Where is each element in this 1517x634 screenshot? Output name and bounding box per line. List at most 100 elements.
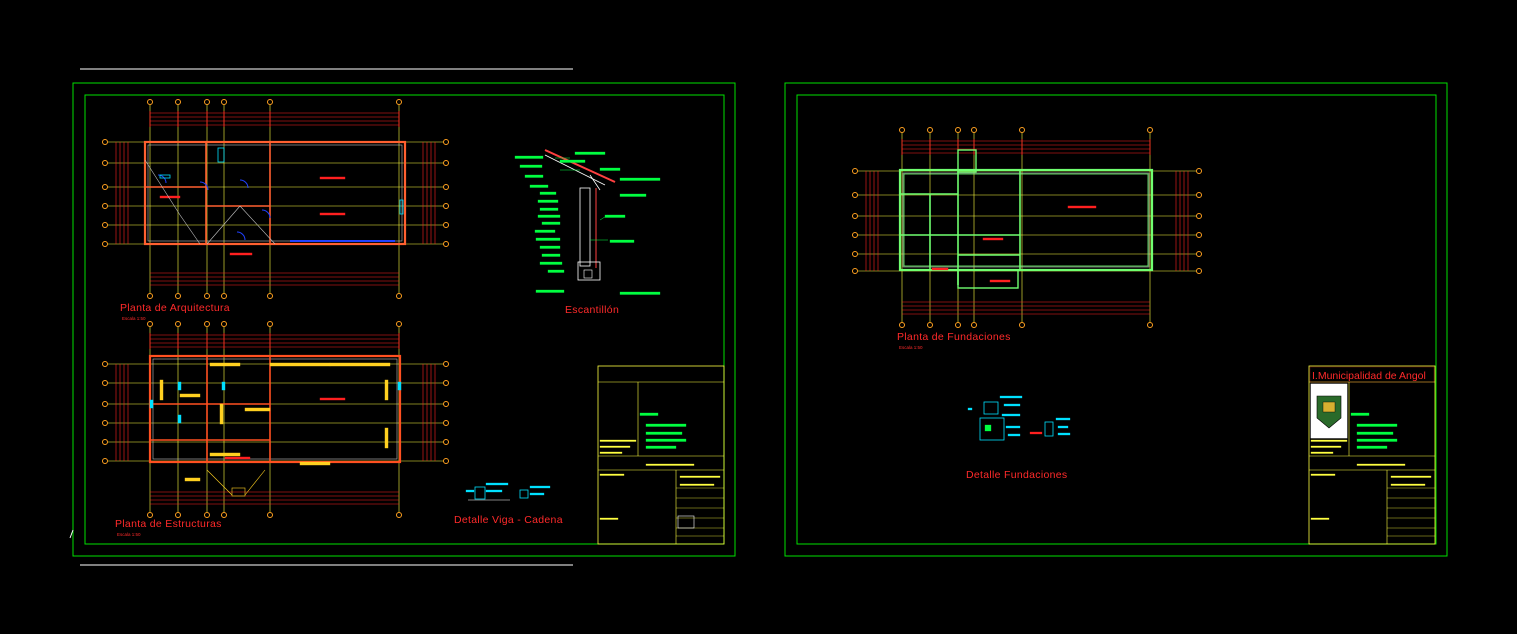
axis-bubble [955, 127, 961, 133]
leader-line [599, 214, 609, 221]
roof-line [179, 214, 201, 245]
axis-bubble [102, 420, 108, 426]
axis-bubble [102, 401, 108, 407]
title-block-text [645, 445, 677, 449]
axis-bubble [1196, 251, 1202, 257]
axis-bubble [221, 99, 227, 105]
title-block-text [1310, 517, 1330, 520]
title-block-text [1356, 463, 1406, 466]
annotation-mark [534, 229, 556, 233]
title-block-text [599, 439, 637, 442]
column-mark [177, 414, 182, 424]
left-sheet-inner-frame [84, 94, 725, 545]
annotation-mark [539, 207, 559, 211]
axis-bubble [396, 321, 402, 327]
plan-fundaciones-drawing [852, 127, 1202, 328]
axis-bubble [102, 439, 108, 445]
axis-bubble [443, 420, 449, 426]
door-swing [239, 179, 249, 189]
detalle-fundaciones-title: Detalle Fundaciones [966, 469, 1068, 481]
detalle-viga-title: Detalle Viga - Cadena [454, 514, 563, 526]
footing-detail [979, 417, 1005, 441]
axis-bubble [1196, 232, 1202, 238]
detail-annotation [1005, 425, 1021, 429]
detail-annotation [1003, 403, 1021, 407]
title-block-text [1390, 483, 1426, 486]
axis-bubble [971, 322, 977, 328]
axis-bubble [267, 293, 273, 299]
title-block-text [645, 423, 687, 427]
right-sheet-inner-frame [796, 94, 1437, 545]
axis-bubble [1196, 268, 1202, 274]
annotation-mark [529, 184, 549, 188]
axis-bubble [955, 322, 961, 328]
axis-bubble [852, 192, 858, 198]
detail-annotation [1057, 432, 1071, 436]
axis-bubble [1196, 168, 1202, 174]
axis-bubble [221, 512, 227, 518]
left-sheet-outer-frame [72, 82, 736, 557]
title-block-text [1310, 473, 1336, 476]
axis-bubble [927, 127, 933, 133]
annotation-mark [609, 239, 635, 243]
detail-annotation [485, 489, 503, 493]
roof-section [589, 174, 601, 191]
axis-bubble [1019, 127, 1025, 133]
title-block-text [1310, 439, 1348, 442]
axis-bubble [852, 251, 858, 257]
axis-bubble [175, 321, 181, 327]
window [159, 174, 171, 179]
axis-bubble [102, 203, 108, 209]
beam-mark [209, 362, 241, 367]
axis-bubble [204, 512, 210, 518]
axis-bubble [852, 232, 858, 238]
plan-arquitectura-scale: Escala 1:50 [122, 316, 146, 321]
title-block-text [1356, 445, 1388, 449]
porch-line [206, 469, 233, 496]
room-label-mark [989, 279, 1011, 283]
axis-bubble [443, 361, 449, 367]
axis-bubble [899, 322, 905, 328]
annotation-mark [537, 214, 561, 218]
title-block-text [599, 517, 619, 520]
annotation-mark [541, 253, 561, 257]
axis-bubble [102, 361, 108, 367]
axis-bubble [443, 380, 449, 386]
plan-fundaciones-title: Planta de Fundaciones [897, 331, 1011, 343]
annotation-mark [539, 261, 563, 265]
axis-bubble [1147, 322, 1153, 328]
axis-bubble [175, 293, 181, 299]
annotation-mark [535, 289, 565, 293]
building-outline [143, 140, 407, 246]
annotation-mark [619, 291, 661, 295]
window [399, 199, 404, 215]
detail-annotation [1007, 433, 1021, 437]
title-block-text [645, 463, 695, 466]
axis-bubble [443, 139, 449, 145]
axis-bubble [443, 203, 449, 209]
axis-bubble [175, 512, 181, 518]
beam-mark [209, 452, 241, 457]
room-label-mark [931, 267, 949, 271]
axis-bubble [852, 268, 858, 274]
municipality-title-band [1309, 366, 1435, 383]
axis-bubble [443, 439, 449, 445]
title-block-text [645, 431, 683, 435]
axis-bubble [267, 512, 273, 518]
detail-annotation [485, 482, 509, 486]
escantillon-section-drawing [514, 149, 661, 295]
axis-bubble [443, 458, 449, 464]
beam-mark [159, 379, 164, 401]
axis-bubble [852, 213, 858, 219]
left-title-block [597, 365, 725, 545]
room-label-mark [319, 212, 346, 216]
axis-bubble [221, 321, 227, 327]
door-swing [199, 181, 209, 191]
axis-bubble [147, 512, 153, 518]
axis-bubble [102, 139, 108, 145]
axis-bubble [102, 160, 108, 166]
annotation-mark [547, 269, 565, 273]
window [217, 147, 225, 163]
annotation-mark [539, 191, 557, 195]
